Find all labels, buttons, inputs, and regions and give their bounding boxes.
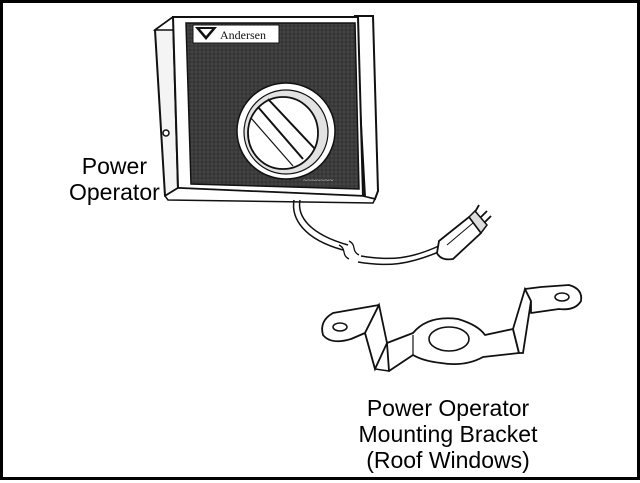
- brand-badge: Andersen: [192, 24, 280, 44]
- power-plug-icon: [436, 204, 492, 261]
- mounting-bracket: [321, 284, 583, 372]
- power-cord: [292, 199, 442, 266]
- mounting-bracket-label-line-1: Power Operator: [366, 395, 530, 421]
- side-screw: [162, 129, 170, 137]
- mounting-bracket-label: Power Operator Mounting Bracket (Roof Wi…: [343, 395, 553, 473]
- operator-knob: [236, 82, 336, 180]
- power-operator-label: Power Operator: [69, 153, 160, 205]
- mounting-bracket-label-line-2: Mounting Bracket: [358, 421, 538, 447]
- power-operator-label-line-2: Operator: [69, 179, 160, 205]
- face-logo-mark: ~~~~~~~: [303, 176, 334, 185]
- line-drawing: Andersen ~~~~~~~: [152, 15, 583, 372]
- mounting-bracket-label-line-3: (Roof Windows): [366, 447, 530, 473]
- power-operator-unit: Andersen ~~~~~~~: [152, 15, 380, 204]
- brand-badge-text: Andersen: [220, 28, 266, 42]
- power-operator-label-line-1: Power: [81, 153, 147, 179]
- bracket-right-ear: [524, 284, 583, 314]
